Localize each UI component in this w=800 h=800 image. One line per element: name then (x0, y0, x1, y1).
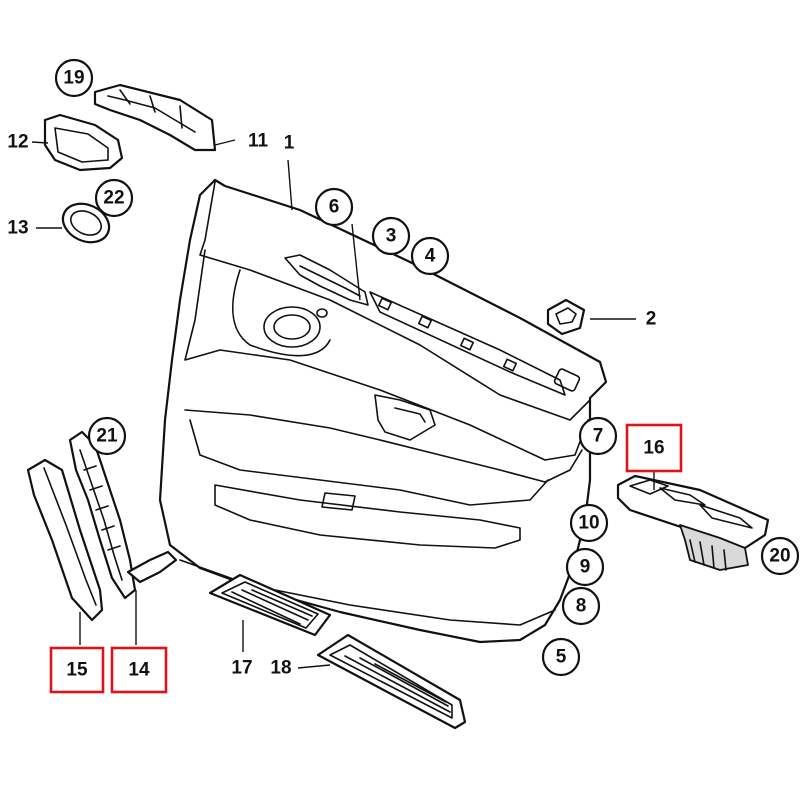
callout-19: 19 (54, 58, 94, 98)
callout-7-label: 7 (593, 426, 604, 447)
callout-18-label: 18 (270, 658, 291, 679)
callout-8-label: 8 (576, 596, 587, 617)
callout-3: 3 (371, 216, 411, 256)
leader-lines (31, 88, 769, 669)
part-15-trim-strip (26, 458, 104, 622)
callout-21: 21 (87, 416, 127, 456)
callout-10-label: 10 (578, 513, 599, 534)
callout-5-label: 5 (556, 647, 567, 668)
callout-2-label: 2 (646, 309, 657, 330)
callout-6: 6 (314, 187, 354, 227)
callout-17-label: 17 (231, 658, 252, 679)
callout-16-highlighted: 16 (625, 423, 683, 473)
callout-5: 5 (541, 637, 581, 677)
part-12-grab-handle (43, 113, 124, 172)
door-trim-panel (158, 178, 608, 644)
highlight-box-16 (625, 423, 683, 473)
callout-7: 7 (578, 416, 618, 456)
callout-10: 10 (569, 503, 609, 543)
part-14-handle-carrier (68, 430, 178, 600)
callout-15-label: 15 (66, 660, 88, 681)
part-18-grille (316, 633, 467, 730)
callout-15-highlighted: 15 (49, 646, 105, 694)
part-17-grille (208, 573, 332, 637)
callout-14-label: 14 (128, 660, 150, 681)
callout-22: 22 (94, 178, 134, 218)
callout-19-label: 19 (63, 68, 84, 89)
part-2-clip (546, 298, 586, 336)
callout-20-label: 20 (769, 546, 790, 567)
callout-6-label: 6 (329, 197, 340, 218)
callout-4-label: 4 (425, 246, 436, 267)
callout-13-label: 13 (7, 218, 28, 239)
callout-12-label: 12 (7, 132, 28, 153)
part-13-cap (61, 202, 111, 244)
callout-16-label: 16 (643, 438, 664, 459)
highlight-box-14 (110, 646, 168, 694)
callout-20: 20 (760, 536, 800, 576)
callout-8: 8 (561, 586, 601, 626)
callout-14-highlighted: 14 (110, 646, 168, 694)
callout-1-label: 1 (284, 133, 295, 154)
callout-21-label: 21 (96, 426, 118, 447)
callout-9: 9 (565, 547, 605, 587)
highlight-box-15 (49, 646, 105, 694)
callout-9-label: 9 (580, 557, 591, 578)
callout-11-label: 11 (248, 131, 269, 152)
callout-22-label: 22 (103, 188, 124, 209)
part-16-window-switch (616, 474, 770, 571)
callout-4: 4 (410, 236, 450, 276)
part-19-handle-bracket (93, 83, 217, 152)
callout-3-label: 3 (386, 226, 397, 247)
